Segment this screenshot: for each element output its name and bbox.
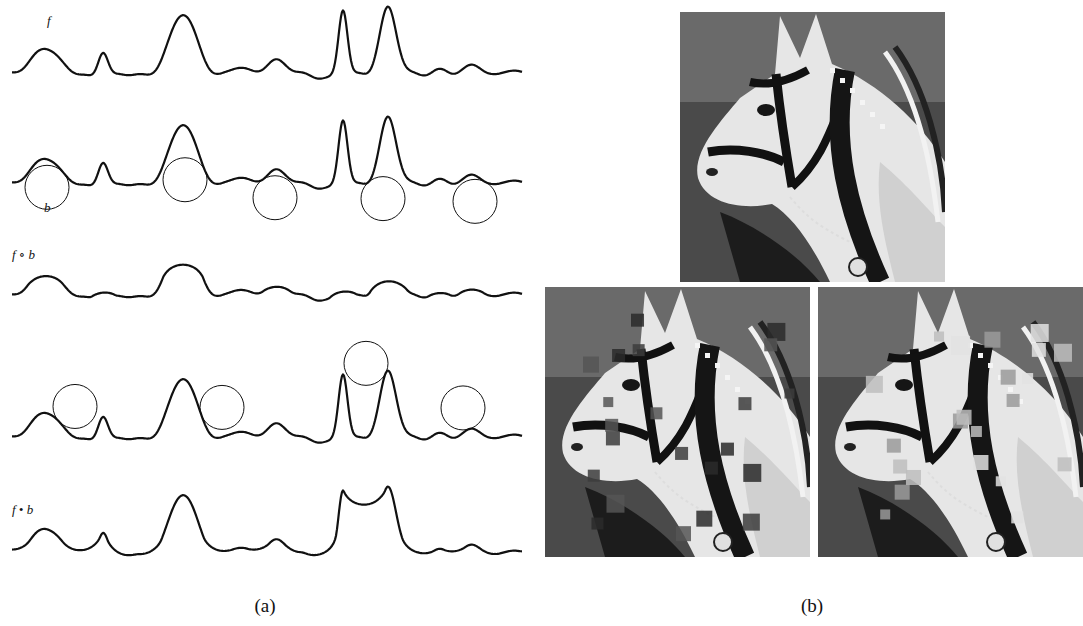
block-artifact: [880, 509, 890, 519]
block-artifact: [1011, 511, 1023, 523]
panel-label: (b): [801, 596, 823, 617]
block-artifact: [588, 470, 600, 482]
structuring-disk: [361, 177, 405, 221]
structuring-disk: [163, 158, 207, 202]
block-artifact: [764, 338, 777, 351]
block-artifact: [743, 464, 761, 482]
structuring-disk: [441, 386, 485, 430]
block-artifact: [957, 410, 972, 425]
panel-label: (a): [254, 596, 275, 617]
structuring-disk: [344, 341, 388, 385]
block-artifact: [606, 431, 620, 445]
block-artifact: [738, 397, 751, 410]
original-photo: [680, 12, 945, 282]
block-artifact: [676, 526, 691, 541]
signal-plots: [12, 7, 522, 556]
closed-signal: [12, 487, 522, 556]
signal-name: f: [47, 14, 51, 28]
block-artifact: [1054, 344, 1072, 362]
block-artifact: [631, 314, 644, 327]
block-artifact: [951, 336, 970, 355]
signal-f: [12, 371, 522, 443]
block-artifact: [591, 518, 603, 530]
block-artifact: [1031, 324, 1049, 342]
block-artifact: [1007, 394, 1020, 407]
structuring-disk: [253, 176, 297, 220]
block-artifact: [971, 426, 982, 437]
block-artifact: [887, 439, 901, 453]
block-artifact: [633, 344, 645, 356]
block-artifact: [603, 397, 613, 407]
block-artifact: [973, 455, 988, 470]
opening-name: f ∘ b: [12, 248, 35, 262]
block-artifact: [705, 462, 718, 475]
signal-f: [12, 7, 522, 79]
block-artifact: [895, 485, 910, 500]
block-artifact: [866, 376, 883, 393]
block-artifact: [996, 476, 1006, 486]
block-artifact: [893, 460, 907, 474]
disk-name: b: [44, 201, 51, 215]
block-artifact: [984, 332, 1000, 348]
block-artifact: [743, 514, 760, 531]
block-artifact: [721, 443, 734, 456]
photo-panels: [545, 12, 1083, 557]
block-artifact: [934, 332, 944, 342]
block-artifact: [906, 470, 921, 485]
block-artifact: [675, 447, 688, 460]
closing-name: f • b: [12, 503, 33, 517]
block-artifact: [612, 349, 625, 362]
block-artifact: [1032, 343, 1046, 357]
block-artifact: [1001, 370, 1016, 385]
block-artifact: [1022, 373, 1033, 384]
structuring-disk: [453, 179, 497, 223]
block-artifact: [767, 323, 785, 341]
opened-signal: [12, 265, 522, 301]
block-artifact: [607, 495, 625, 513]
signal-f: [12, 117, 522, 189]
structuring-disk: [53, 384, 97, 428]
block-artifact: [1058, 457, 1072, 471]
opened-photo: [545, 287, 810, 557]
block-artifact: [784, 389, 794, 399]
closed-photo: [818, 287, 1083, 557]
block-artifact: [650, 407, 662, 419]
block-artifact: [605, 419, 618, 432]
structuring-disk: [200, 385, 244, 429]
block-artifact: [583, 357, 599, 373]
block-artifact: [696, 511, 712, 527]
